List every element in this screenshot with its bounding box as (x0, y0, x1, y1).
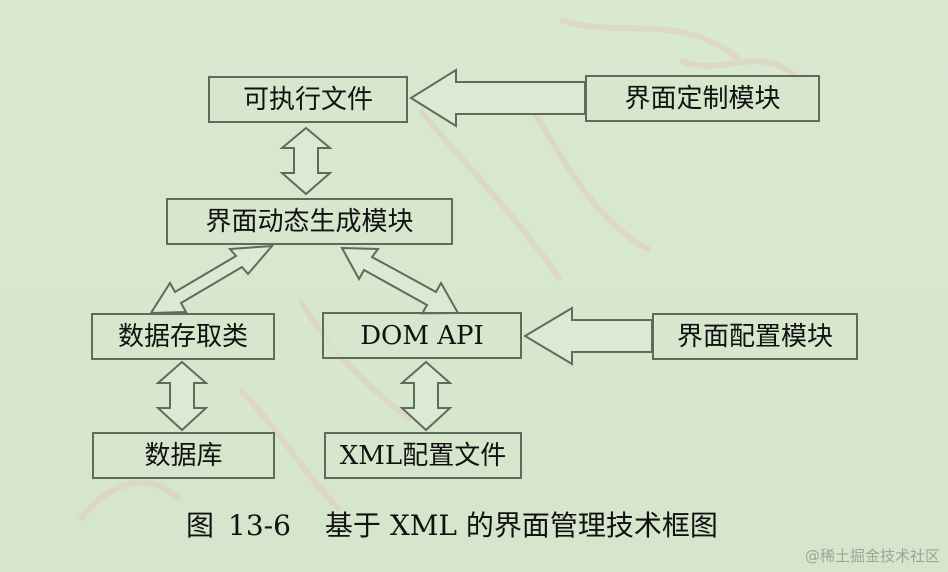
node-dom-api: DOM API (322, 312, 522, 359)
caption-number: 13-6 (228, 509, 291, 542)
caption-title: 基于 XML 的界面管理技术框图 (324, 509, 718, 542)
node-ui-customization-module: 界面定制模块 (585, 75, 820, 122)
arrow-ui-dynamic-dom-api (340, 246, 460, 316)
node-executable-file: 可执行文件 (208, 76, 408, 123)
node-database: 数据库 (92, 432, 275, 479)
node-ui-dynamic-generation-module: 界面动态生成模块 (166, 198, 453, 245)
arrow-dom-api-xml-config (399, 360, 453, 432)
arrow-ui-custom-to-executable (409, 68, 586, 128)
arrow-ui-dynamic-data-access (149, 244, 275, 315)
arrow-data-access-database (155, 360, 209, 432)
arrow-executable-ui-dynamic (279, 126, 333, 196)
node-xml-config-file: XML配置文件 (324, 432, 522, 479)
node-ui-config-module: 界面配置模块 (652, 313, 858, 360)
node-data-access-class: 数据存取类 (91, 313, 275, 360)
site-watermark: @稀土掘金技术社区 (804, 547, 940, 565)
caption-prefix: 图 (186, 509, 215, 542)
figure-caption: 图 13-6 基于 XML 的界面管理技术框图 (186, 504, 718, 544)
arrow-ui-config-to-dom-api (523, 306, 653, 366)
